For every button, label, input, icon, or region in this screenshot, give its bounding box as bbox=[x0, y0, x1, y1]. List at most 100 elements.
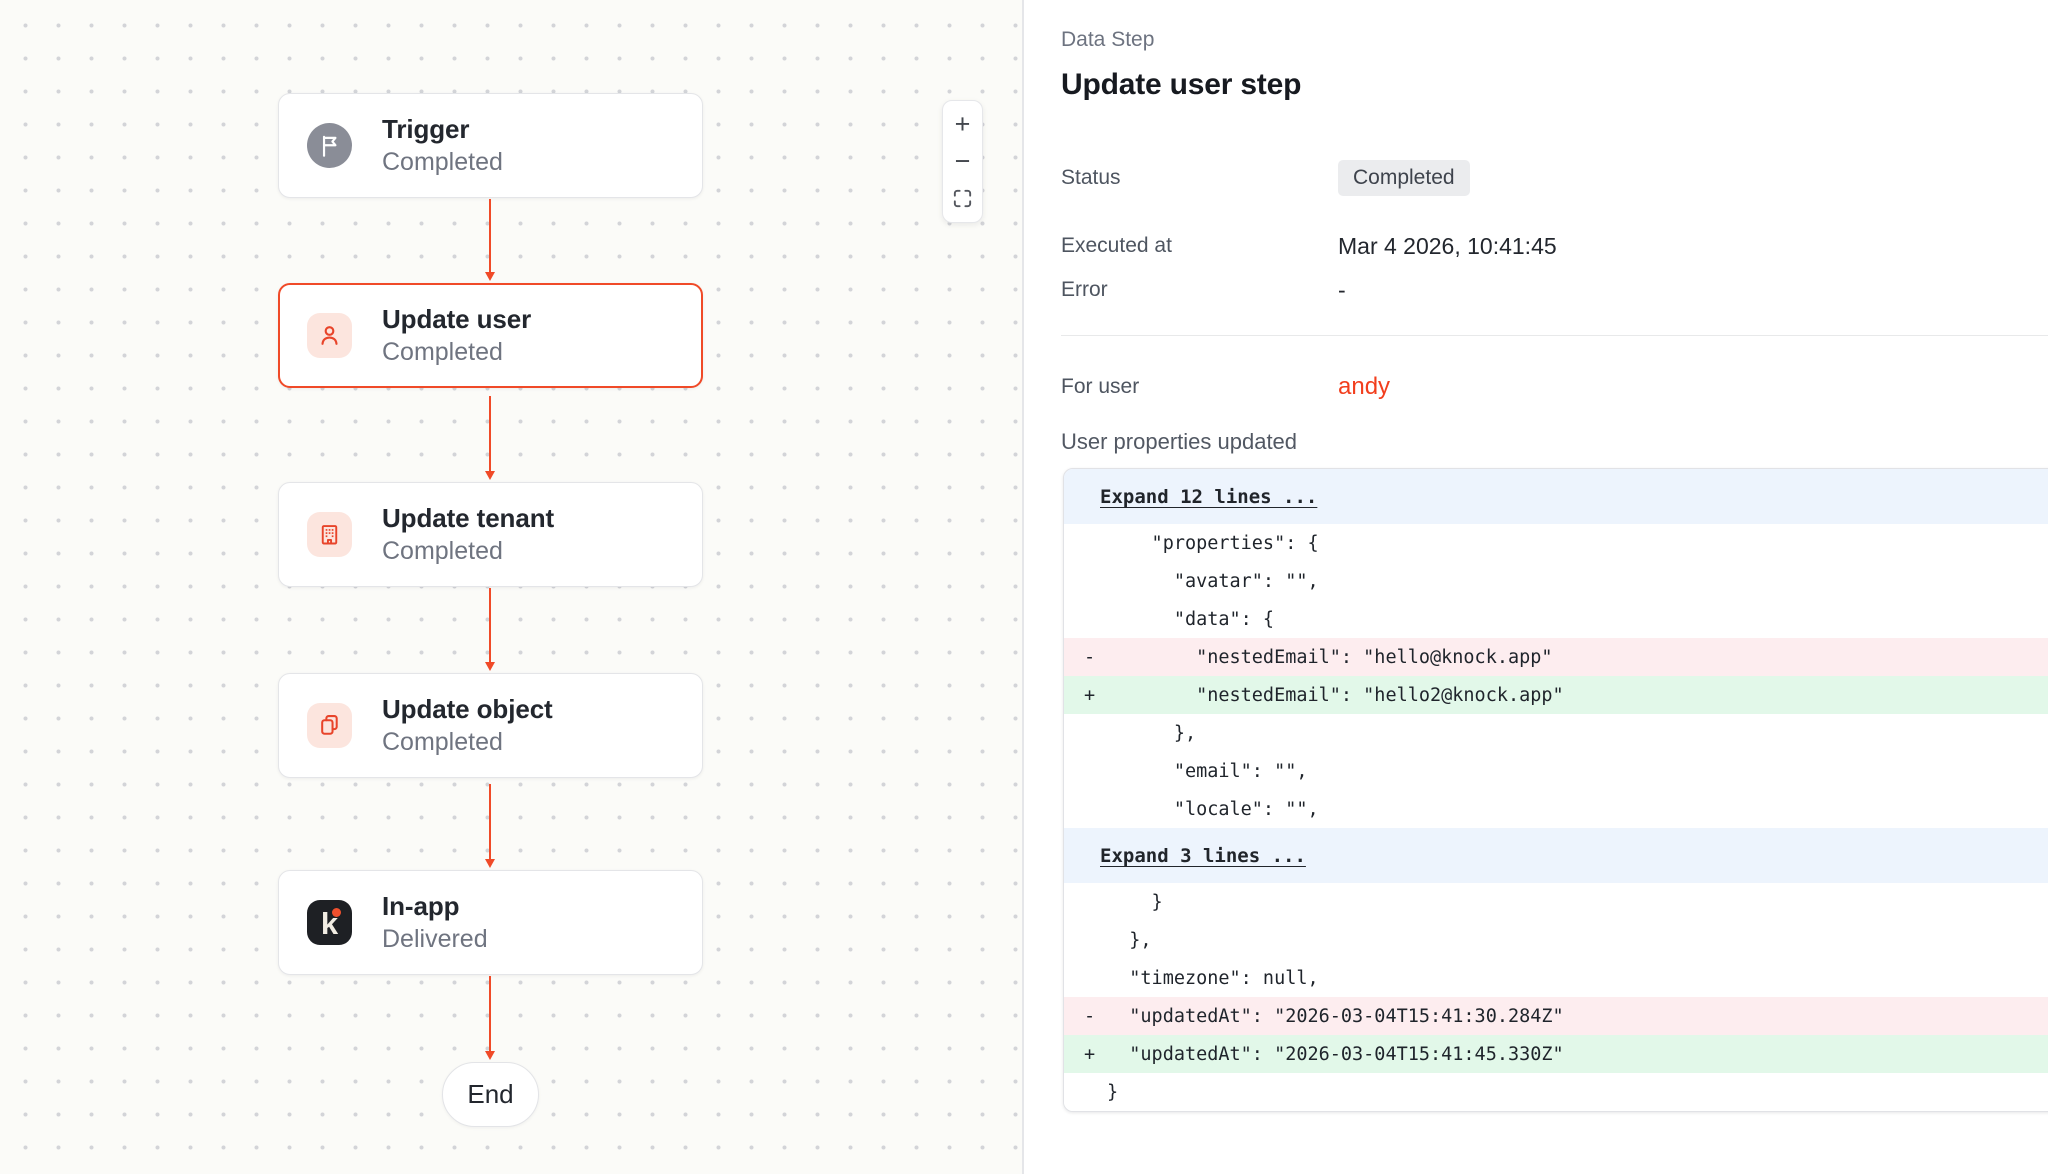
diff-line-context: "properties": { bbox=[1064, 524, 2048, 562]
executed-at-value: Mar 4 2026, 10:41:45 bbox=[1338, 233, 1557, 260]
diff-line-context: "email": "", bbox=[1064, 752, 2048, 790]
diff-code: } bbox=[1107, 892, 1163, 913]
diff-line-context: "data": { bbox=[1064, 600, 2048, 638]
diff-marker: + bbox=[1084, 1044, 1107, 1065]
knock-logo: k bbox=[307, 900, 352, 945]
diff-line-context: "locale": "", bbox=[1064, 790, 2048, 828]
executed-at-label: Executed at bbox=[1061, 234, 1338, 258]
arrow-connector bbox=[489, 784, 491, 860]
diff-code: "locale": "", bbox=[1107, 799, 1319, 820]
diff-code: "properties": { bbox=[1107, 533, 1319, 554]
node-status: Completed bbox=[382, 146, 503, 178]
step-meta: Status Completed Executed at Mar 4 2026,… bbox=[1061, 147, 2048, 311]
diff-marker bbox=[1084, 723, 1107, 744]
user-icon bbox=[316, 322, 343, 349]
diff-marker bbox=[1084, 1082, 1107, 1103]
diff-marker bbox=[1084, 609, 1107, 630]
expand-row: Expand 3 lines ... bbox=[1064, 828, 2048, 883]
diff-marker bbox=[1084, 930, 1107, 951]
zoom-in-button[interactable]: + bbox=[942, 106, 983, 143]
diff-line-add: + "nestedEmail": "hello2@knock.app" bbox=[1064, 676, 2048, 714]
workflow-canvas[interactable]: Trigger Completed Update user Completed bbox=[0, 0, 1024, 1174]
canvas-zoom-controls: + − bbox=[942, 100, 983, 223]
diff-line-context: }, bbox=[1064, 714, 2048, 752]
diff-marker: - bbox=[1084, 1006, 1107, 1027]
diff-marker: - bbox=[1084, 647, 1107, 668]
diff-viewer: Expand 12 lines ... "properties": { "ava… bbox=[1063, 468, 2048, 1112]
diff-code: }, bbox=[1107, 723, 1196, 744]
section-divider bbox=[1061, 335, 2048, 336]
diff-code: "timezone": null, bbox=[1107, 968, 1319, 989]
node-title: Update user bbox=[382, 303, 531, 336]
diff-line-context: } bbox=[1064, 1073, 2048, 1111]
copy-icon bbox=[316, 712, 343, 739]
error-value: - bbox=[1338, 277, 1346, 304]
node-status: Delivered bbox=[382, 923, 488, 955]
expand-row: Expand 12 lines ... bbox=[1064, 469, 2048, 524]
node-update-object[interactable]: Update object Completed bbox=[278, 673, 703, 778]
end-node: End bbox=[442, 1062, 539, 1127]
node-title: Update tenant bbox=[382, 502, 554, 535]
status-label: Status bbox=[1061, 166, 1338, 190]
diff-code: "updatedAt": "2026-03-04T15:41:45.330Z" bbox=[1107, 1044, 1564, 1065]
diff-line-del: - "updatedAt": "2026-03-04T15:41:30.284Z… bbox=[1064, 997, 2048, 1035]
diff-code: "avatar": "", bbox=[1107, 571, 1319, 592]
diff-code: } bbox=[1107, 1082, 1118, 1103]
fit-view-icon bbox=[951, 187, 974, 210]
update-object-tile bbox=[307, 703, 352, 748]
diff-marker bbox=[1084, 968, 1107, 989]
diff-line-context: "timezone": null, bbox=[1064, 959, 2048, 997]
node-update-tenant[interactable]: Update tenant Completed bbox=[278, 482, 703, 587]
knock-logo-dot bbox=[332, 908, 341, 917]
diff-code: "nestedEmail": "hello@knock.app" bbox=[1107, 647, 1553, 668]
page-title: Update user step bbox=[1061, 67, 2048, 103]
arrow-connector bbox=[489, 976, 491, 1052]
expand-link[interactable]: Expand 12 lines ... bbox=[1100, 486, 1317, 508]
diff-marker bbox=[1084, 892, 1107, 913]
node-status: Completed bbox=[382, 726, 553, 758]
status-badge: Completed bbox=[1338, 160, 1470, 196]
diff-code: "nestedEmail": "hello2@knock.app" bbox=[1107, 685, 1564, 706]
diff-line-add: + "updatedAt": "2026-03-04T15:41:45.330Z… bbox=[1064, 1035, 2048, 1073]
node-status: Completed bbox=[382, 336, 531, 368]
zoom-out-button[interactable]: − bbox=[942, 143, 983, 180]
diff-marker bbox=[1084, 799, 1107, 820]
building-icon bbox=[316, 521, 343, 548]
arrow-connector bbox=[489, 588, 491, 663]
for-user-link[interactable]: andy bbox=[1338, 373, 1390, 401]
diff-line-context: } bbox=[1064, 883, 2048, 921]
step-detail-panel: Data Step Update user step Status Comple… bbox=[1026, 0, 2048, 1174]
update-user-tile bbox=[307, 313, 352, 358]
node-in-app[interactable]: k In-app Delivered bbox=[278, 870, 703, 975]
diff-line-context: "avatar": "", bbox=[1064, 562, 2048, 600]
diff-code: }, bbox=[1107, 930, 1152, 951]
diff-code: "updatedAt": "2026-03-04T15:41:30.284Z" bbox=[1107, 1006, 1564, 1027]
node-title: In-app bbox=[382, 890, 488, 923]
node-title: Trigger bbox=[382, 113, 503, 146]
status-row: Status Completed bbox=[1061, 147, 2048, 209]
executed-at-row: Executed at Mar 4 2026, 10:41:45 bbox=[1061, 223, 2048, 269]
error-row: Error - bbox=[1061, 269, 2048, 311]
diff-line-context: }, bbox=[1064, 921, 2048, 959]
node-title: Update object bbox=[382, 693, 553, 726]
error-label: Error bbox=[1061, 278, 1338, 302]
arrow-connector bbox=[489, 396, 491, 472]
diff-marker bbox=[1084, 571, 1107, 592]
for-user-row: For user andy bbox=[1061, 362, 2048, 412]
diff-line-del: - "nestedEmail": "hello@knock.app" bbox=[1064, 638, 2048, 676]
diff-marker bbox=[1084, 761, 1107, 782]
step-type-label: Data Step bbox=[1061, 0, 2048, 52]
diff-section-title: User properties updated bbox=[1061, 428, 2048, 456]
node-trigger[interactable]: Trigger Completed bbox=[278, 93, 703, 198]
diff-code: "email": "", bbox=[1107, 761, 1307, 782]
expand-link[interactable]: Expand 3 lines ... bbox=[1100, 845, 1306, 867]
node-update-user[interactable]: Update user Completed bbox=[278, 283, 703, 388]
fit-view-button[interactable] bbox=[942, 180, 983, 217]
arrow-connector bbox=[489, 199, 491, 273]
update-tenant-tile bbox=[307, 512, 352, 557]
flag-icon bbox=[317, 133, 343, 159]
diff-marker bbox=[1084, 533, 1107, 554]
diff-marker: + bbox=[1084, 685, 1107, 706]
diff-code: "data": { bbox=[1107, 609, 1274, 630]
trigger-tile bbox=[307, 123, 352, 168]
